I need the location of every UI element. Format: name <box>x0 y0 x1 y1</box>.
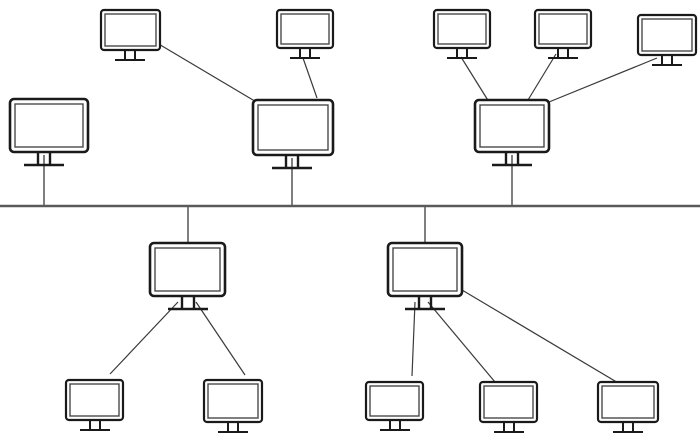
link-line <box>427 301 496 383</box>
monitor-node[interactable] <box>636 13 698 66</box>
monitor-node[interactable] <box>533 8 593 59</box>
link-line <box>302 57 318 99</box>
monitor-screen <box>479 104 545 148</box>
link-line <box>548 57 658 103</box>
monitor-screen <box>154 247 221 292</box>
link-line <box>411 301 416 377</box>
monitor-screen <box>601 385 655 419</box>
monitor-screen <box>392 247 458 292</box>
monitor-node[interactable] <box>478 380 539 433</box>
monitor-screen <box>14 103 84 148</box>
backbone-drop-lines-group <box>43 155 513 245</box>
monitor-node[interactable] <box>364 380 425 431</box>
monitor-node[interactable] <box>432 8 492 59</box>
monitor-node[interactable] <box>8 97 90 167</box>
link-line <box>195 301 246 376</box>
monitor-node[interactable] <box>386 241 464 311</box>
link-line <box>109 301 179 375</box>
monitor-node[interactable] <box>64 378 125 431</box>
monitor-node[interactable] <box>99 8 162 61</box>
monitor-screen <box>437 13 487 45</box>
monitor-screen <box>538 13 588 45</box>
link-line <box>461 289 631 391</box>
link-line <box>156 42 259 104</box>
link-lines-group <box>109 42 658 391</box>
monitor-node[interactable] <box>596 380 660 433</box>
monitor-node[interactable] <box>148 241 227 311</box>
monitor-node[interactable] <box>202 378 264 433</box>
monitor-node[interactable] <box>251 98 335 170</box>
monitor-screen <box>257 104 329 151</box>
monitor-screen <box>280 13 330 45</box>
monitor-screen <box>104 13 157 47</box>
monitor-screen <box>207 383 259 419</box>
monitor-nodes-group <box>8 8 698 433</box>
monitor-screen <box>483 385 534 419</box>
monitor-screen <box>69 383 120 417</box>
link-line <box>527 53 557 101</box>
monitor-screen <box>641 18 693 52</box>
monitor-node[interactable] <box>275 8 335 59</box>
monitor-node[interactable] <box>473 98 551 167</box>
monitor-screen <box>369 385 420 417</box>
